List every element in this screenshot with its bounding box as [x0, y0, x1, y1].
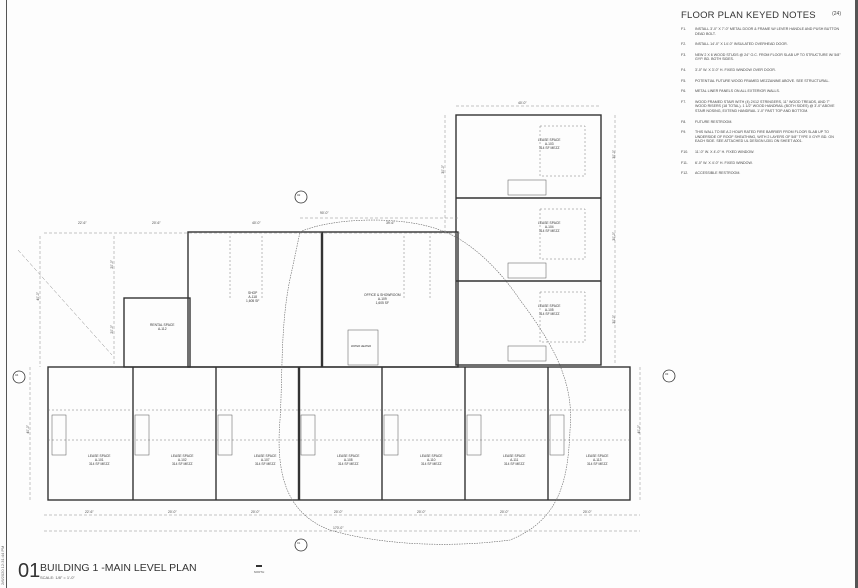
keyed-note: F12.ACCESSIBLE RESTROOM.: [681, 171, 741, 176]
drawing-scale: SCALE: 1/8" = 1'-0": [40, 575, 75, 580]
keyed-note: F10.11'-0" W. X 4'-0" H. FIXED WINDOW.: [681, 149, 755, 154]
keyed-notes-tag: (24): [832, 11, 841, 17]
dim-wing-right-2: 30'-0": [612, 232, 616, 241]
dim-bay-7: 20'-0": [583, 510, 592, 514]
section-marker-right: 03: [665, 372, 669, 376]
north-arrow: NORTH: [252, 565, 266, 574]
dim-wing-right-3: 30'-0": [612, 315, 616, 324]
keyed-note: F1.INSTALL 3'-0" X 7'-0" METAL DOOR & FR…: [681, 27, 840, 36]
keyed-note: F8.FUTURE RESTROOM.: [681, 119, 733, 124]
sheet-left-border: [0, 0, 7, 588]
dim-right-side: 40'-0": [637, 425, 641, 434]
dim-top-3: 40'-0": [252, 221, 261, 225]
north-label: NORTH: [253, 570, 265, 574]
keyed-note: F5.POTENTIAL FUTURE WOOD FRAMED MEZZANIN…: [681, 78, 830, 83]
dim-top-1: 22'-6": [78, 221, 87, 225]
sheet-right-border: [855, 0, 858, 588]
keyed-note: F4.3'-0" W. X 3'-0" H. FIXED WINDOW OVER…: [681, 67, 776, 72]
dim-wing-right-1: 30'-0": [612, 150, 616, 159]
dim-bay-1: 22'-6": [85, 510, 94, 514]
dim-wing-top: 40'-0": [518, 101, 527, 105]
mech-room-label: WATER HEATER: [351, 345, 372, 348]
keyed-note: F9.THIS WALL TO BE A 2 HOUR RATED FIRE B…: [681, 130, 834, 144]
dim-left-inner-1: 20'-0": [110, 260, 114, 269]
dim-bay-2: 20'-0": [168, 510, 177, 514]
keyed-note: F3.NEW 2 X 6 WOOD STUDS @ 24" O.C. FROM …: [681, 52, 841, 62]
dim-bay-6: 20'-0": [500, 510, 509, 514]
dim-left-lower: 40'-0": [26, 425, 30, 434]
keyed-notes-title: FLOOR PLAN KEYED NOTES: [681, 10, 816, 21]
dim-bottom-overall: 170'-0": [333, 526, 344, 530]
drawing-number: 01: [18, 560, 41, 582]
dim-bay-5: 20'-0": [417, 510, 426, 514]
lower-row-outline: [47, 366, 631, 501]
north-arrow-icon: [256, 565, 262, 567]
right-wing-outline: [455, 114, 602, 366]
dim-bay-3: 20'-0": [251, 510, 260, 514]
dim-top-4: 39'-6": [386, 221, 395, 225]
keyed-note: F11.6'-0" W. X 4'-0" H. FIXED WINDOW.: [681, 160, 753, 165]
section-marker-top: 02: [297, 193, 301, 197]
keyed-notes-panel: FLOOR PLAN KEYED NOTES (24) F1.INSTALL 3…: [681, 10, 841, 176]
dim-wing-left: 30'-0": [441, 165, 445, 174]
dim-left-inner-2: 20'-0": [110, 325, 114, 334]
dim-top-2: 20'-6": [152, 221, 161, 225]
keyed-note: F6.METAL LINER PANELS ON ALL EXTERIOR WA…: [681, 89, 780, 94]
dim-left-vertical: 40'-0": [36, 292, 40, 301]
keyed-note: F7.WOOD FRAMED STAIR WITH (4) 2X12 STRIN…: [681, 99, 835, 113]
section-marker-bottom: 01: [297, 541, 301, 545]
drawing-title: BUILDING 1 -MAIN LEVEL PLAN: [40, 562, 197, 574]
keyed-note: F2.INSTALL 14'-0" X 14'-0" INSULATED OVE…: [681, 42, 788, 47]
dim-bay-4: 20'-0": [334, 510, 343, 514]
section-marker-left: 04: [15, 373, 19, 377]
dim-top-overall: 90'-0": [320, 211, 329, 215]
